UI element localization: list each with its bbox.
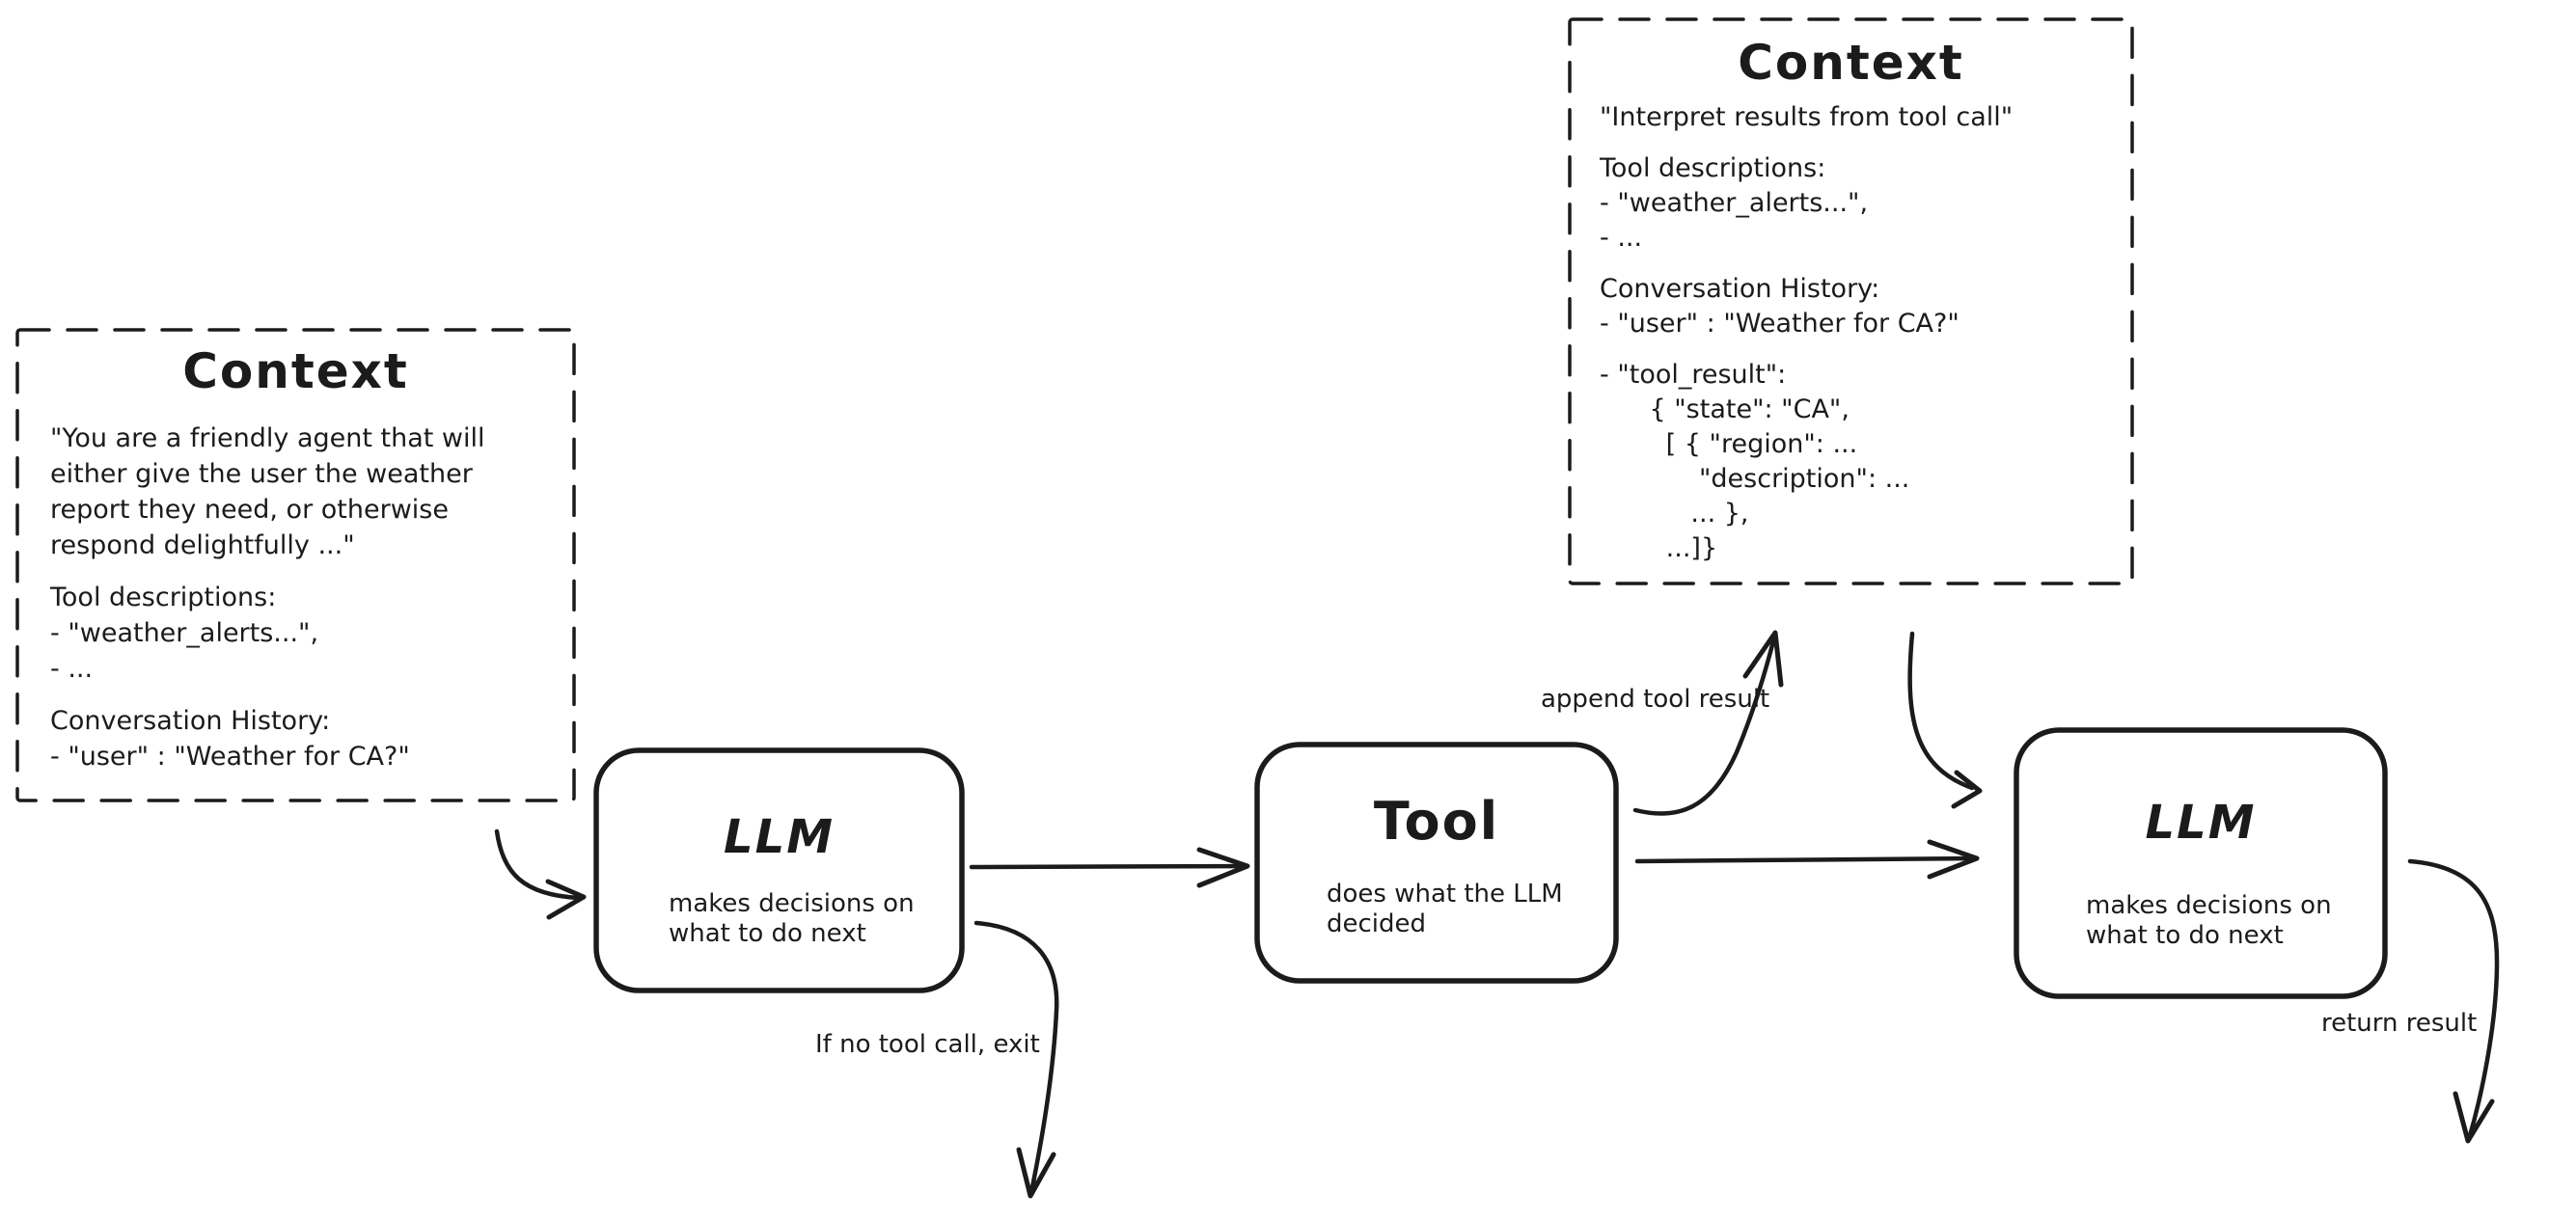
text-line: "You are a friendly agent that will: [50, 423, 485, 453]
text-line: makes decisions on: [2086, 891, 2332, 920]
text-line: [1600, 256, 2013, 272]
text-line: [50, 563, 485, 580]
context-top-body: "Interpret results from tool call" Tool …: [1600, 100, 2013, 566]
context-left-title: Context: [182, 343, 409, 399]
tool-title: Tool: [1373, 791, 1500, 852]
llm2-title: LLM: [2145, 796, 2257, 850]
text-line: Conversation History:: [1600, 274, 1880, 304]
text-line: makes decisions on: [669, 889, 915, 918]
text-line: [50, 687, 485, 703]
text-line: Conversation History:: [50, 706, 331, 736]
context-left-body: "You are a friendly agent that will eithe…: [50, 421, 485, 774]
context-left-box-border: [15, 328, 576, 802]
no-tool-call-exit-label: If no tool call, exit: [815, 1030, 1040, 1059]
return-result-label: return result: [2321, 1009, 2478, 1038]
arrow-llm1-exit: [973, 920, 1059, 1199]
text-line: "Interpret results from tool call": [1600, 102, 2014, 132]
text-line: - ...: [50, 654, 94, 684]
text-line: respond delightfully ...": [50, 530, 355, 560]
text-line: either give the user the weather: [50, 459, 473, 489]
text-line: - "tool_result":: [1600, 360, 1787, 390]
text-line: does what the LLM: [1327, 880, 1563, 909]
text-line: [1600, 341, 2013, 358]
arrow-tool-to-context-top: [1632, 630, 1784, 816]
text-line: - "user" : "Weather for CA?": [50, 742, 410, 772]
context-top-box-border: [1568, 17, 2134, 585]
text-line: what to do next: [2086, 921, 2284, 950]
text-line: - ...: [1600, 223, 1643, 253]
arrow-llm1-to-tool: [969, 847, 1250, 888]
text-line: report they need, or otherwise: [50, 495, 449, 525]
text-line: Tool descriptions:: [1600, 153, 1826, 183]
tool-box-border: [1254, 742, 1619, 984]
text-line: Tool descriptions:: [50, 583, 277, 612]
text-line: { "state": "CA",: [1600, 394, 1850, 424]
text-line: "description": ...: [1600, 464, 1910, 494]
arrow-llm2-return: [2407, 858, 2500, 1144]
arrow-tool-to-llm2: [1634, 839, 1980, 880]
llm1-box-border: [593, 747, 965, 993]
llm2-box-border: [2014, 727, 2388, 999]
text-line: ... },: [1600, 499, 1749, 529]
text-line: - "weather_alerts...",: [50, 618, 319, 648]
text-line: what to do next: [669, 919, 866, 948]
context-top-title: Context: [1738, 35, 1964, 91]
text-line: - "user" : "Weather for CA?": [1600, 309, 1959, 339]
text-line: [1600, 135, 2013, 151]
text-line: decided: [1327, 909, 1427, 938]
text-line: [ { "region": ...: [1600, 429, 1858, 459]
arrow-context-left-to-llm1: [494, 828, 587, 920]
text-line: ...]}: [1600, 533, 1718, 563]
append-tool-result-label: append tool result: [1541, 685, 1770, 714]
llm1-title: LLM: [724, 810, 835, 864]
arrow-context-top-to-llm2: [1907, 631, 1983, 809]
text-line: - "weather_alerts...",: [1600, 188, 1869, 218]
